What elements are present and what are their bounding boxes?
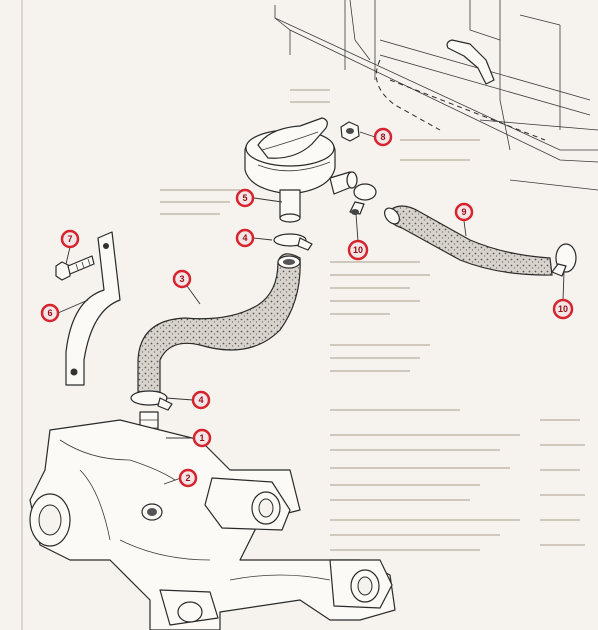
callout-8: 8 <box>373 127 393 147</box>
callout-number: 7 <box>67 234 72 244</box>
callout-9: 9 <box>454 202 474 222</box>
callout-number: 3 <box>179 274 184 284</box>
nut <box>340 121 360 142</box>
callout-number: 9 <box>461 207 466 217</box>
callout-number: 8 <box>380 132 385 142</box>
callout-number: 1 <box>199 433 204 443</box>
callout-6: 6 <box>40 303 60 323</box>
background-text-ghost <box>160 89 585 551</box>
heater-hose-s-bend <box>137 253 301 396</box>
callout-number: 4 <box>242 233 247 243</box>
mounting-bracket <box>65 231 121 386</box>
callout-4-lower: 4 <box>191 390 211 410</box>
callout-2: 2 <box>178 468 198 488</box>
callout-number: 10 <box>558 304 568 314</box>
callout-number: 4 <box>198 395 203 405</box>
callout-7: 7 <box>60 229 80 249</box>
callout-10-right: 10 <box>552 298 574 320</box>
heater-hose-long <box>384 205 553 276</box>
leader-lines <box>57 131 565 485</box>
callout-number: 6 <box>47 308 52 318</box>
hose-clip-lower <box>130 390 173 411</box>
callout-4-upper: 4 <box>235 228 255 248</box>
heater-valve-housing <box>244 117 358 223</box>
callout-3: 3 <box>172 269 192 289</box>
bolt <box>55 255 95 281</box>
hose-clip-mid <box>273 233 313 251</box>
callout-number: 10 <box>353 245 363 255</box>
hose-clip-upper <box>349 183 377 215</box>
callout-1: 1 <box>192 428 212 448</box>
hose-clip-right <box>551 243 577 277</box>
engine-bay-structure <box>274 0 598 191</box>
callout-number: 5 <box>242 193 247 203</box>
inlet-manifold <box>29 419 396 630</box>
callout-number: 2 <box>185 473 190 483</box>
callout-5: 5 <box>235 188 255 208</box>
callout-10-upper: 10 <box>347 239 369 261</box>
